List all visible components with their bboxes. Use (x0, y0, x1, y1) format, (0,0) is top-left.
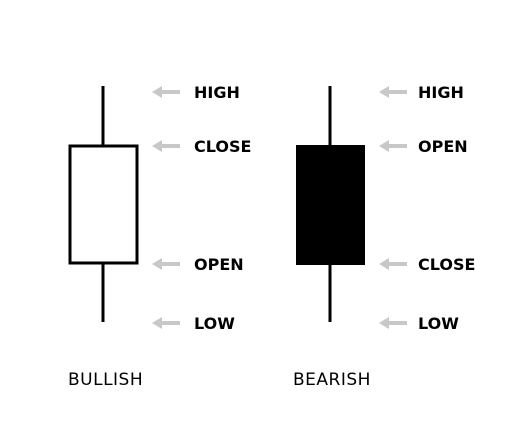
left-arrow-icon (379, 258, 407, 270)
left-arrow-icon (379, 317, 407, 329)
bullish-body (68, 144, 139, 265)
bullish-label-low: LOW (194, 314, 235, 333)
bearish-label-high: HIGH (418, 83, 464, 102)
bearish-label-open: OPEN (418, 137, 468, 156)
bearish-label-low: LOW (418, 314, 459, 333)
bearish-label-close: CLOSE (418, 255, 475, 274)
bullish-caption: BULLISH (68, 370, 143, 390)
bullish-candle: HIGH CLOSE OPEN LOW BULLISH (68, 83, 251, 390)
bearish-body (296, 145, 365, 265)
left-arrow-icon (379, 86, 407, 98)
bullish-label-open: OPEN (194, 255, 244, 274)
bullish-arrows (152, 86, 180, 329)
bullish-label-high: HIGH (194, 83, 240, 102)
bearish-arrows (379, 86, 407, 329)
left-arrow-icon (152, 86, 180, 98)
bullish-label-close: CLOSE (194, 137, 251, 156)
left-arrow-icon (379, 140, 407, 152)
left-arrow-icon (152, 258, 180, 270)
bearish-candle: HIGH OPEN CLOSE LOW BEARISH (293, 83, 475, 390)
left-arrow-icon (152, 140, 180, 152)
left-arrow-icon (152, 317, 180, 329)
bearish-caption: BEARISH (293, 370, 371, 390)
